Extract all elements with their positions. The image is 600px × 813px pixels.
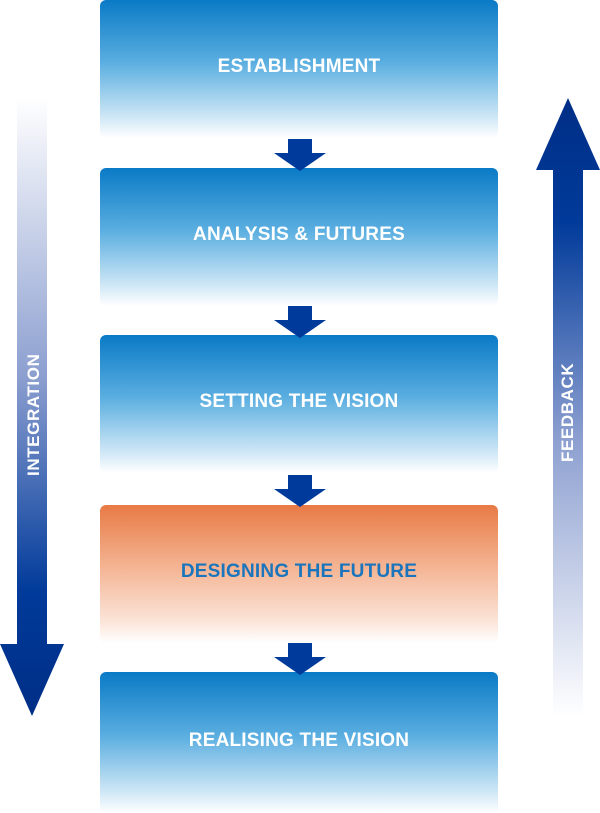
stage-label: REALISING THE VISION — [188, 729, 410, 751]
stage-label: SETTING THE VISION — [199, 391, 399, 412]
stage-label: DESIGNING THE FUTURE — [180, 561, 418, 582]
down-arrow-icon — [274, 643, 326, 675]
stage-label: ESTABLISHMENT — [217, 56, 381, 77]
stage-analysis-futures: ANALYSIS & FUTURES — [100, 168, 498, 306]
stage-setting-the-vision: SETTING THE VISION — [100, 335, 498, 473]
stage-label: ANALYSIS & FUTURES — [193, 224, 405, 245]
down-arrow-icon — [274, 139, 326, 171]
integration-label: INTEGRATION — [24, 353, 43, 476]
stage-designing-the-future: DESIGNING THE FUTURE — [100, 505, 498, 643]
feedback-label: FEEDBACK — [558, 362, 577, 462]
stage-establishment: ESTABLISHMENT — [100, 0, 498, 138]
feedback-arrow-icon — [536, 98, 600, 716]
integration-arrow-icon — [0, 98, 64, 716]
down-arrow-icon — [274, 475, 326, 507]
stage-realising-the-vision: REALISING THE VISION — [100, 672, 498, 813]
down-arrow-icon — [274, 306, 326, 338]
